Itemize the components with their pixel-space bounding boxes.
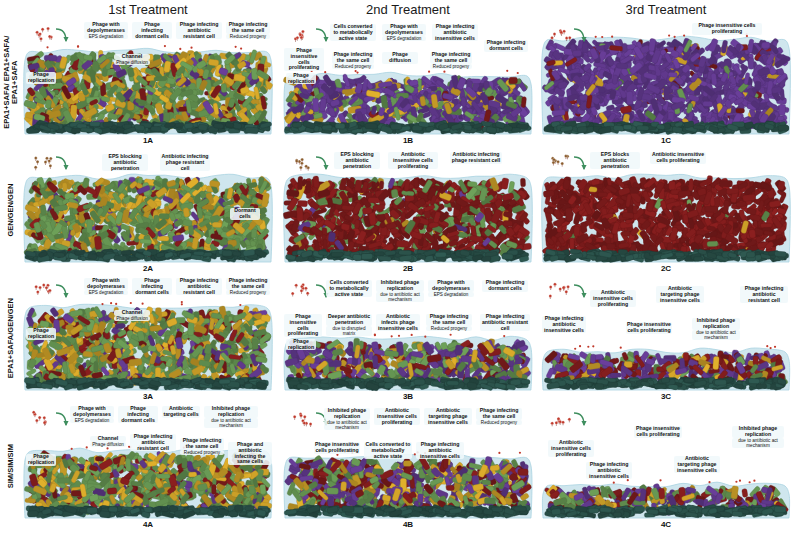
figure: 1st Treatment2nd Treatment3rd TreatmentE…	[0, 0, 797, 535]
